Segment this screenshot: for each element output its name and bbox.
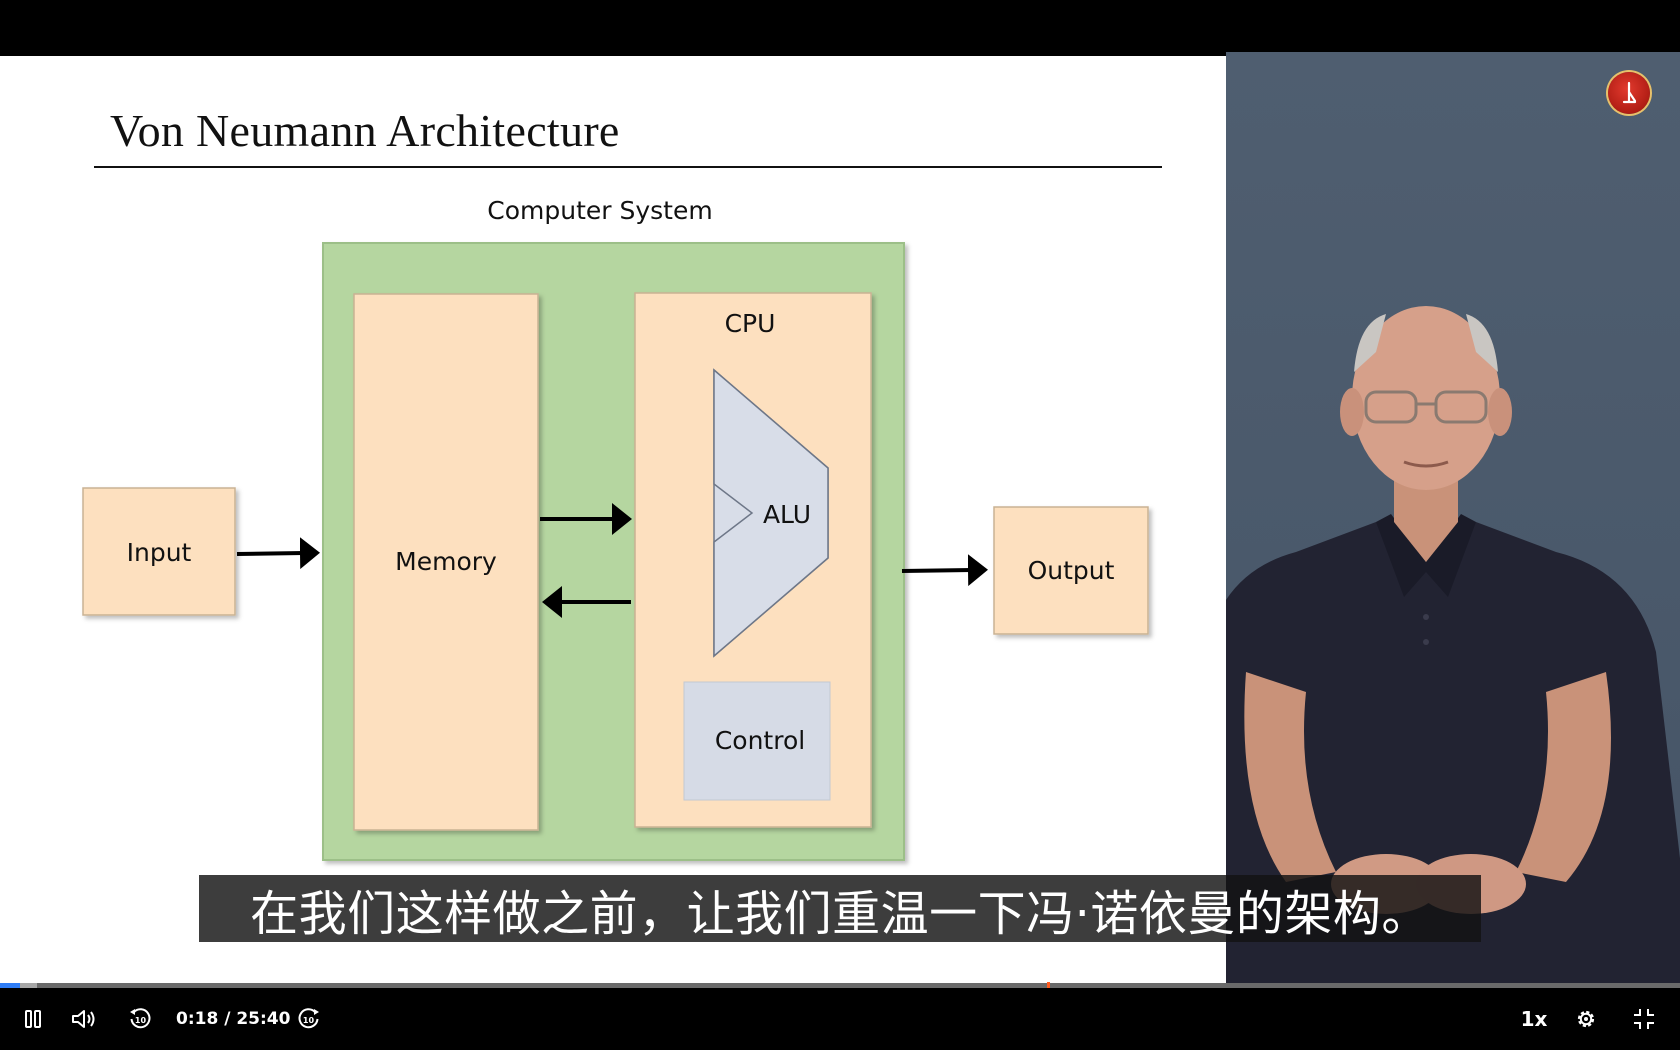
- svg-text:10: 10: [135, 1016, 147, 1025]
- memory-block: [353, 293, 539, 831]
- time-separator: /: [218, 1009, 237, 1029]
- subtitle-box: 在我们这样做之前，让我们重温一下冯·诺依曼的架构。: [199, 875, 1481, 942]
- input-block: [82, 487, 236, 616]
- speed-label: 1x: [1520, 1007, 1548, 1031]
- presenter-figure: [1226, 306, 1680, 996]
- control-bar: 10 0:18 / 25:40 10 1x: [0, 988, 1680, 1050]
- exit-fullscreen-button[interactable]: [1628, 1003, 1660, 1035]
- slide-title: Von Neumann Architecture: [110, 105, 620, 156]
- control-label: Control: [715, 726, 805, 755]
- current-time: 0:18: [176, 1009, 219, 1029]
- cpu-to-output-arrow: [901, 554, 988, 587]
- volume-icon: [72, 1010, 95, 1028]
- playback-speed-button[interactable]: 1x: [1516, 1001, 1552, 1037]
- output-label: Output: [1028, 556, 1115, 585]
- pause-icon: [25, 1010, 41, 1028]
- forward-10-button[interactable]: 10: [293, 1003, 325, 1035]
- progress-played: [0, 983, 20, 988]
- settings-button[interactable]: [1570, 1003, 1602, 1035]
- control-block: [683, 681, 831, 801]
- output-block: [993, 506, 1149, 635]
- title-underline: [94, 166, 1162, 168]
- time-display: 0:18 / 25:40: [176, 988, 290, 1050]
- memory-label: Memory: [395, 547, 497, 576]
- pause-button[interactable]: [18, 1003, 48, 1035]
- gear-icon: [1577, 1010, 1595, 1028]
- progress-bar[interactable]: [0, 982, 1680, 989]
- chapter-marker[interactable]: [1047, 982, 1050, 989]
- cpu-label: CPU: [725, 309, 776, 338]
- architecture-diagram: Memory CPU ALU Control Input Output: [82, 242, 1149, 861]
- channel-logo-icon: [1608, 72, 1650, 114]
- presenter-video-panel: [1226, 52, 1680, 996]
- rewind-10-icon: 10: [130, 1008, 151, 1029]
- volume-button[interactable]: [68, 1003, 100, 1035]
- alu-notch-shape: [713, 368, 829, 658]
- svg-text:10: 10: [303, 1016, 315, 1025]
- forward-10-icon: 10: [298, 1008, 319, 1029]
- lecture-slide: Von Neumann Architecture Computer System…: [0, 56, 1226, 996]
- rewind-10-button[interactable]: 10: [124, 1003, 156, 1035]
- exit-fullscreen-icon: [1634, 1009, 1654, 1029]
- alu-label: ALU: [763, 500, 811, 529]
- diagram-caption: Computer System: [487, 196, 713, 225]
- input-label: Input: [127, 538, 192, 567]
- subtitle-text: 在我们这样做之前，让我们重温一下冯·诺依曼的架构。: [250, 885, 1430, 942]
- input-to-memory-arrow: [236, 537, 320, 570]
- duration: 25:40: [236, 1009, 291, 1029]
